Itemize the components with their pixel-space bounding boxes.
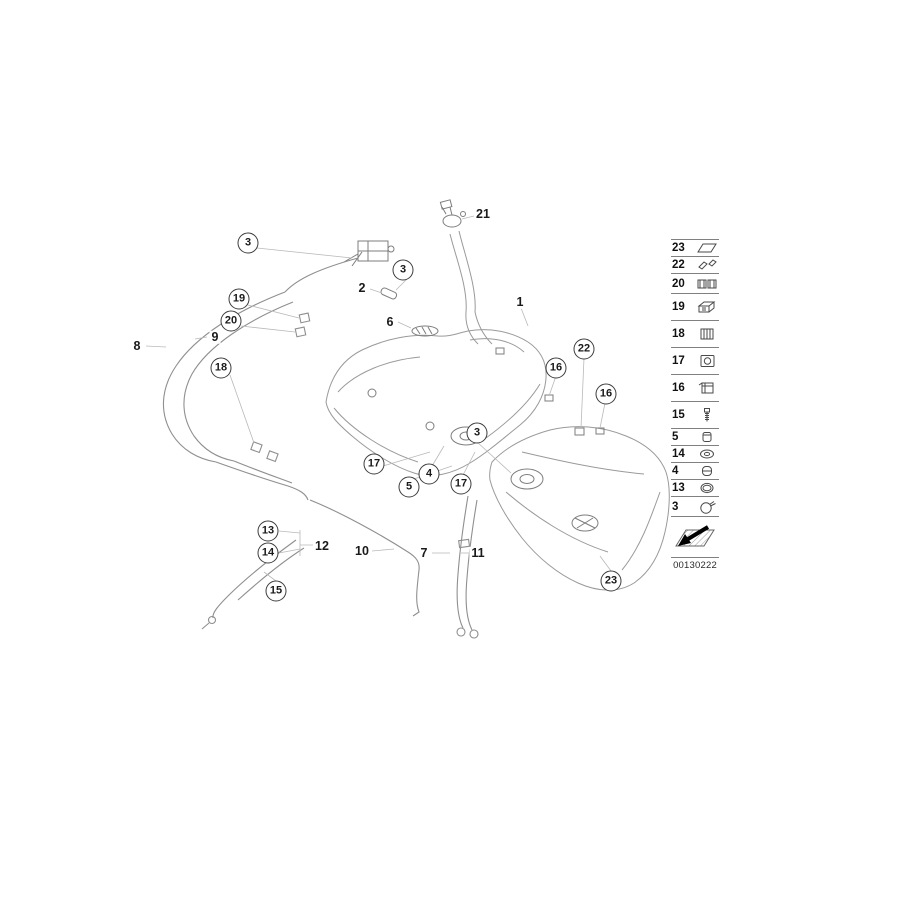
legend-item-4[interactable]: 4 [671, 463, 719, 480]
washer-icon [695, 446, 719, 462]
legend-item-19[interactable]: 19 [671, 294, 719, 321]
clamp-ring-icon [695, 499, 719, 515]
callout-3[interactable]: 3 [466, 422, 488, 444]
hose-clamp-pair-icon [695, 276, 719, 292]
callout-9[interactable]: 9 [209, 329, 221, 344]
callout-16[interactable]: 16 [595, 383, 617, 405]
legend-item-number: 16 [672, 382, 685, 394]
legend-item-number: 23 [672, 242, 685, 254]
legend-item-number: 15 [672, 409, 685, 421]
gasket-plate-icon [695, 240, 719, 256]
callout-7[interactable]: 7 [418, 545, 430, 560]
holder-clip-icon [695, 380, 719, 396]
legend-item-number: 22 [672, 259, 685, 271]
spacer-sleeve-icon [695, 429, 719, 445]
legend-item-13[interactable]: 13 [671, 480, 719, 497]
callout-1[interactable]: 1 [514, 294, 526, 309]
callout-20[interactable]: 20 [220, 310, 242, 332]
legend-item-number: 13 [672, 482, 685, 494]
direction-arrow-icon [674, 521, 716, 554]
seal-ring-icon [695, 480, 719, 496]
callout-6[interactable]: 6 [384, 314, 396, 329]
mounting-bracket-icon [695, 299, 719, 315]
callout-17[interactable]: 17 [363, 453, 385, 475]
diagram-code: 00130222 [673, 560, 717, 571]
legend-item-22[interactable]: 22 [671, 257, 719, 274]
legend-item-number: 14 [672, 448, 685, 460]
callout-14[interactable]: 14 [257, 542, 279, 564]
callout-16[interactable]: 16 [545, 357, 567, 379]
callout-11[interactable]: 11 [469, 545, 487, 560]
callout-4[interactable]: 4 [418, 463, 440, 485]
legend-item-17[interactable]: 17 [671, 348, 719, 375]
legend-item-14[interactable]: 14 [671, 446, 719, 463]
legend-item-number: 4 [672, 465, 679, 477]
legend-panel: 23 22 20 19 18 17 16 15 5 14 4 13 3 00130222 [671, 239, 719, 571]
legend-item-number: 19 [672, 301, 685, 313]
legend-item-number: 17 [672, 355, 685, 367]
callout-17[interactable]: 17 [450, 473, 472, 495]
screw-icon [695, 407, 719, 423]
legend-item-23[interactable]: 23 [671, 240, 719, 257]
callout-22[interactable]: 22 [573, 338, 595, 360]
callout-23[interactable]: 23 [600, 570, 622, 592]
legend-item-number: 20 [672, 277, 685, 290]
callout-18[interactable]: 18 [210, 357, 232, 379]
legend-item-18[interactable]: 18 [671, 321, 719, 348]
legend-footer [671, 517, 719, 558]
legend-item-number: 3 [672, 500, 679, 513]
callout-15[interactable]: 15 [265, 580, 287, 602]
callout-3[interactable]: 3 [392, 259, 414, 281]
legend-item-number: 18 [672, 328, 685, 340]
callout-2[interactable]: 2 [356, 280, 368, 295]
rubber-grommet-icon [695, 353, 719, 369]
callout-21[interactable]: 21 [474, 206, 492, 221]
legend-item-15[interactable]: 15 [671, 402, 719, 429]
callout-8[interactable]: 8 [131, 338, 143, 353]
legend-items: 23 22 20 19 18 17 16 15 5 14 4 13 3 [671, 240, 719, 517]
callout-10[interactable]: 10 [353, 543, 371, 558]
callout-19[interactable]: 19 [228, 288, 250, 310]
legend-item-3[interactable]: 3 [671, 497, 719, 517]
retaining-clip-icon [695, 257, 719, 273]
callout-5[interactable]: 5 [398, 476, 420, 498]
legend-item-16[interactable]: 16 [671, 375, 719, 402]
callout-12[interactable]: 12 [313, 538, 331, 553]
callout-13[interactable]: 13 [257, 520, 279, 542]
legend-item-5[interactable]: 5 [671, 429, 719, 446]
protection-cap-icon [695, 463, 719, 479]
line-clip-icon [695, 326, 719, 342]
callout-3[interactable]: 3 [237, 232, 259, 254]
legend-item-20[interactable]: 20 [671, 274, 719, 294]
legend-item-number: 5 [672, 431, 679, 443]
